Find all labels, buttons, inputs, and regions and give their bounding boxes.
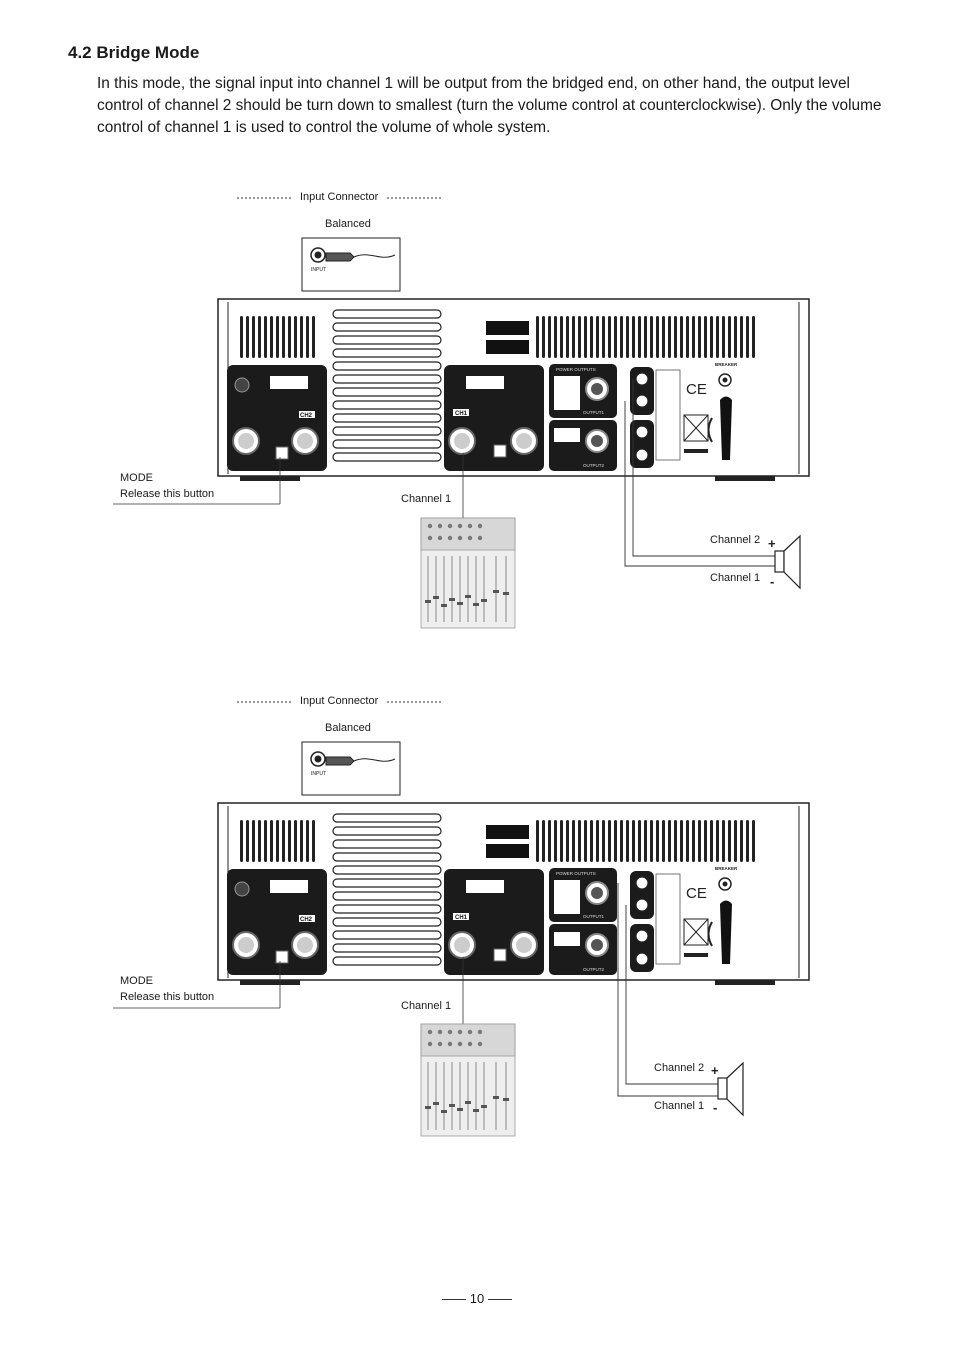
page-number-text: 10 <box>469 1291 485 1306</box>
breaker-tag: BREAKER <box>715 866 738 871</box>
ce-mark: CE <box>686 381 707 398</box>
mode-note: Release this button <box>120 488 215 500</box>
amplifier-rear-panel-drawing: INPUT <box>113 701 810 1137</box>
output1-tag: OUTPUT1 <box>583 410 604 415</box>
ch1-tag: CH1 <box>455 915 468 921</box>
ce-mark: CE <box>686 885 707 902</box>
speaker-plus-label: Channel 2 <box>710 534 761 546</box>
ch1-tag: CH1 <box>455 411 468 417</box>
speaker-plus-label: Channel 2 <box>654 1062 705 1074</box>
page-number: 10 <box>0 1291 954 1306</box>
balanced-label: Balanced <box>325 722 371 734</box>
ch2-tag: CH2 <box>300 413 313 419</box>
input-connector-label: Input Connector <box>300 191 379 203</box>
svg-text:+: + <box>711 1063 719 1078</box>
output2-tag: OUTPUT2 <box>583 967 604 972</box>
speaker-minus-label: Channel 1 <box>654 1100 705 1112</box>
mixer-channel-label: Channel 1 <box>401 493 452 505</box>
mixer-channel-label: Channel 1 <box>401 1000 452 1012</box>
amplifier-rear-panel-drawing: INPUT <box>113 197 810 629</box>
speaker-minus-label: Channel 1 <box>710 572 761 584</box>
input-connector-label: Input Connector <box>300 695 379 707</box>
balanced-label: Balanced <box>325 218 371 230</box>
section-heading: 4.2 Bridge Mode <box>68 43 200 62</box>
svg-text:+: + <box>768 536 776 551</box>
output2-tag: OUTPUT2 <box>583 463 604 468</box>
svg-text:-: - <box>770 574 774 589</box>
ch2-tag: CH2 <box>300 917 313 923</box>
output1-tag: OUTPUT1 <box>583 914 604 919</box>
power-outputs-tag: POWER OUTPUTS <box>556 871 596 876</box>
power-outputs-tag: POWER OUTPUTS <box>556 367 596 372</box>
intro-paragraph: In this mode, the signal input into chan… <box>97 75 882 136</box>
svg-text:-: - <box>713 1100 717 1115</box>
mode-note: Release this button <box>120 991 215 1003</box>
connector-input-tag: INPUT <box>311 267 326 273</box>
mode-title: MODE <box>120 472 153 484</box>
mode-title: MODE <box>120 975 153 987</box>
breaker-tag: BREAKER <box>715 362 738 367</box>
connector-input-tag: INPUT <box>311 771 326 777</box>
